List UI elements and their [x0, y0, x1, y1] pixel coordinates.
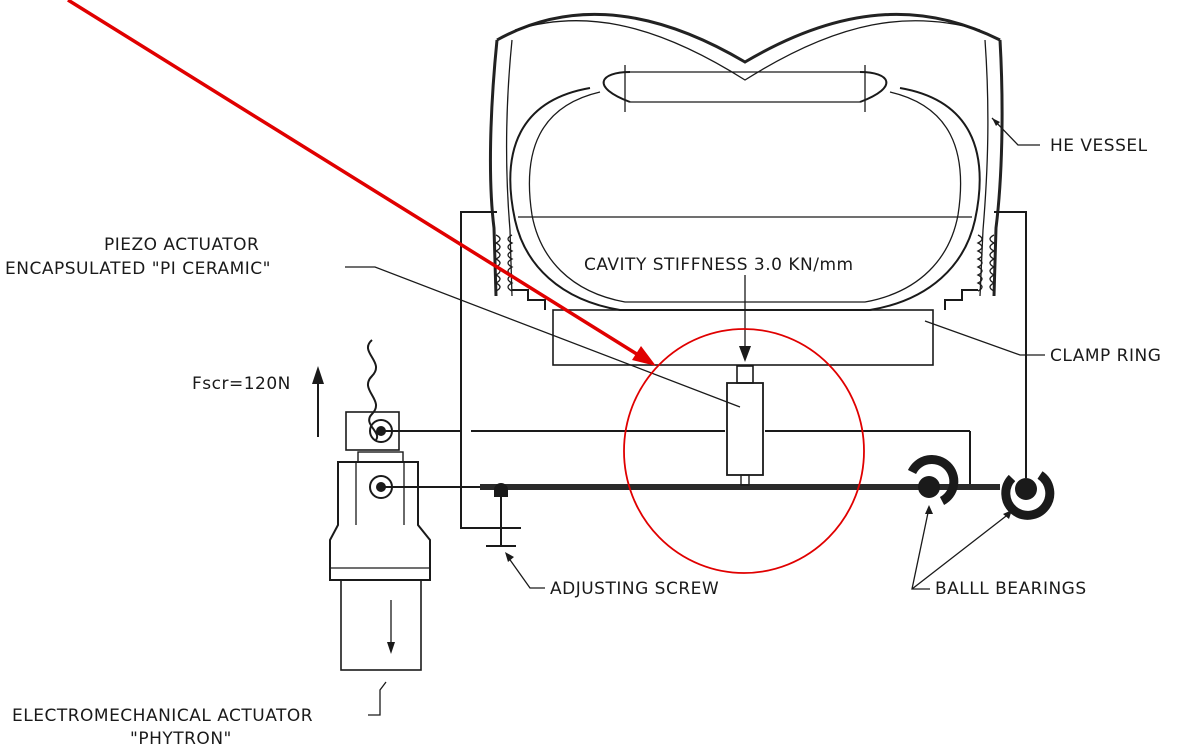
piezo-label-line2: ENCAPSULATED "PI CERAMIC"	[5, 259, 271, 279]
ball-bearings-label: BALLL BEARINGS	[935, 579, 1087, 599]
he-vessel-label: HE VESSEL	[1050, 136, 1148, 156]
leader-lines	[345, 117, 1045, 716]
stiffness-arrowhead	[739, 346, 751, 362]
force-label: Fscr=120N	[192, 374, 291, 394]
highlight-circle	[623, 328, 865, 574]
ball-bearing-2	[1001, 471, 1055, 520]
em-actuator-label-line2: "PHYTRON"	[130, 729, 232, 747]
highlight-arrowhead	[632, 346, 656, 366]
em-actuator	[329, 339, 431, 671]
highlight-arrow	[67, 0, 641, 358]
em-actuator-label-line1: ELECTROMECHANICAL ACTUATOR	[12, 706, 313, 726]
he-vessel	[488, 12, 1004, 311]
cavity-stiffness-label: CAVITY STIFFNESS 3.0 KN/mm	[584, 255, 854, 275]
piezo-actuator	[726, 365, 764, 486]
clamp-ring-label: CLAMP RING	[1050, 346, 1161, 366]
clamp-ring	[552, 309, 934, 366]
adjusting-screw-label: ADJUSTING SCREW	[550, 579, 719, 599]
piezo-label-line1: PIEZO ACTUATOR	[104, 235, 259, 255]
ball-bearing-1	[907, 455, 959, 505]
adjusting-screw	[481, 483, 521, 547]
